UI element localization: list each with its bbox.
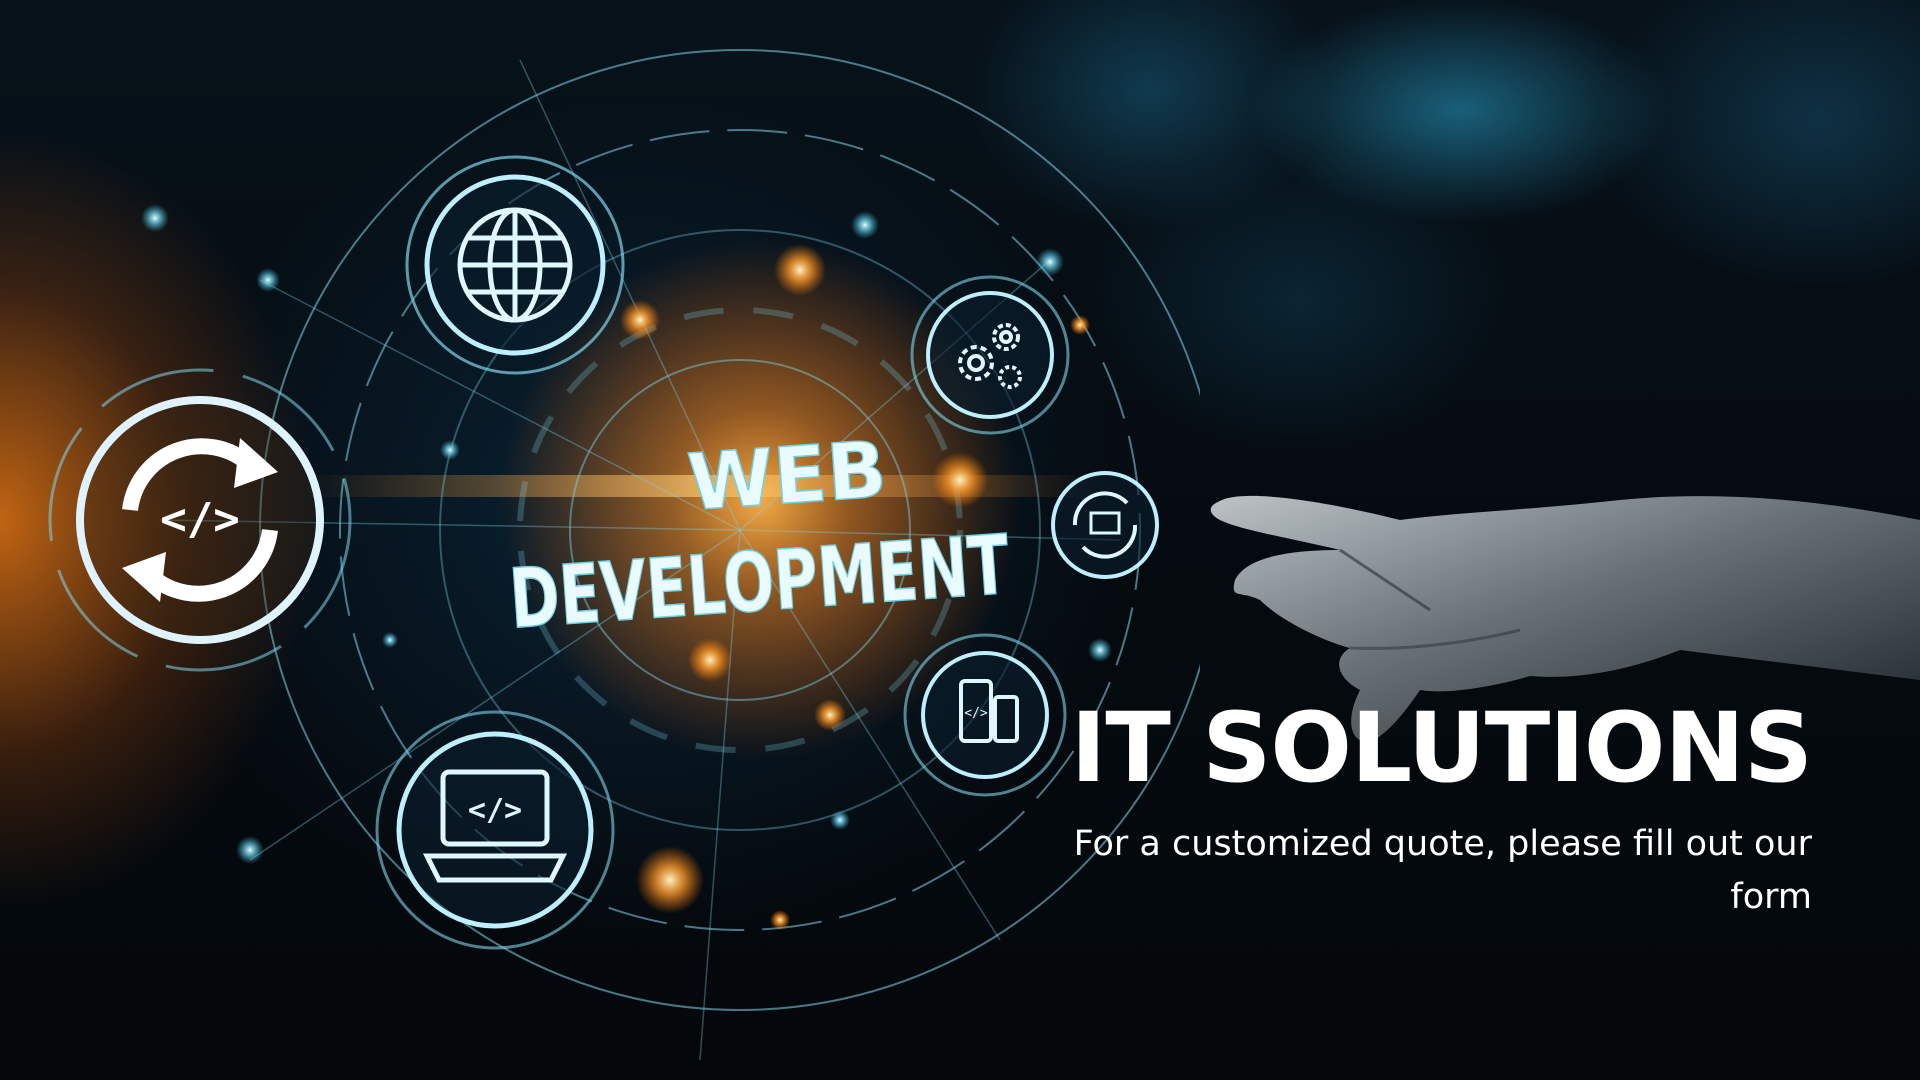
svg-text:</>: </> [964,706,988,721]
mobile-devices-icon: </> [903,633,1067,797]
blue-sparkles [141,204,1112,864]
center-text-web: WEB [685,425,890,529]
gears-icon [910,275,1070,435]
svg-text:</>: </> [160,494,239,545]
svg-text:</>: </> [468,793,522,828]
laptop-code-icon: </> [375,710,615,950]
monitor-refresh-icon [1051,471,1159,579]
orange-sparkles [620,244,1090,930]
headline: IT SOLUTIONS [1070,692,1813,804]
globe-icon [405,155,625,375]
code-refresh-icon: </> [48,368,352,672]
hero-text-block: IT SOLUTIONS For a customized quote, ple… [1052,692,1813,923]
lens-flare [300,475,1100,497]
subline: For a customized quote, please fill out … [1073,824,1812,917]
core-glow [500,240,1020,760]
pointing-hand-image [1210,495,1920,742]
web-development-hud-graphic: </> </> [48,49,1200,1061]
